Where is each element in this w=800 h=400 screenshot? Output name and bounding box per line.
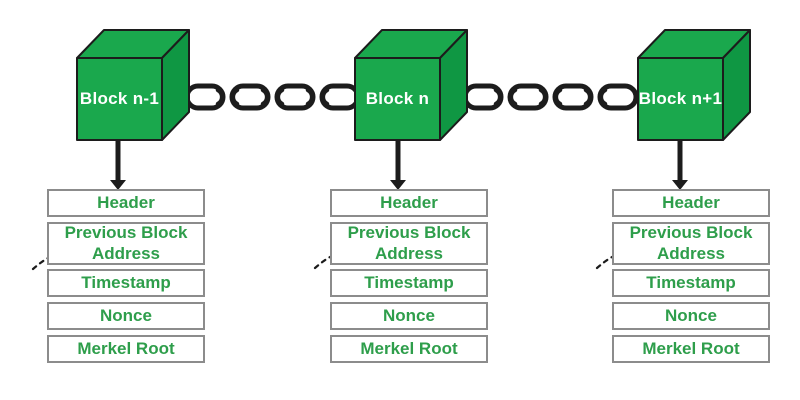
field-box-nonce: Nonce [47, 302, 205, 330]
field-box-prev-address: Previous Block Address [330, 222, 488, 265]
field-box-timestamp: Timestamp [330, 269, 488, 297]
chain-icon-right [458, 83, 639, 111]
field-box-merkel-root: Merkel Root [330, 335, 488, 363]
field-box-merkel-root: Merkel Root [47, 335, 205, 363]
block-cube-n [354, 29, 468, 141]
block-cube-n-minus-1 [76, 29, 190, 141]
block-label-n-minus-1: Block n-1 [79, 89, 160, 108]
block-cube-n-plus-1 [637, 29, 751, 141]
field-box-nonce: Nonce [330, 302, 488, 330]
field-box-nonce: Nonce [612, 302, 770, 330]
down-arrow-right [672, 141, 688, 190]
field-box-timestamp: Timestamp [47, 269, 205, 297]
down-arrow-middle [390, 141, 406, 190]
field-box-prev-address: Previous Block Address [47, 222, 205, 265]
field-box-header: Header [612, 189, 770, 217]
down-arrow-left [110, 141, 126, 190]
block-label-n-plus-1: Block n+1 [638, 89, 723, 108]
chain-icon-left [180, 83, 361, 111]
field-box-prev-address: Previous Block Address [612, 222, 770, 265]
field-box-header: Header [47, 189, 205, 217]
block-label-n: Block n [365, 89, 430, 108]
field-box-timestamp: Timestamp [612, 269, 770, 297]
field-box-merkel-root: Merkel Root [612, 335, 770, 363]
field-box-header: Header [330, 189, 488, 217]
